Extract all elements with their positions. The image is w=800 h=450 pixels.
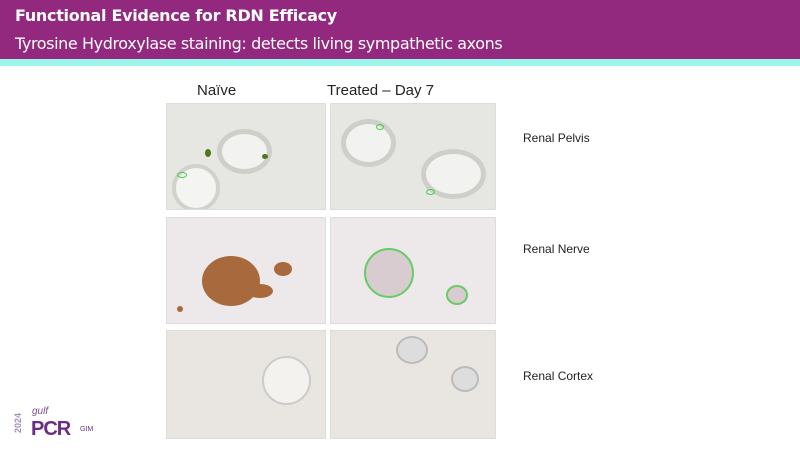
logo-suffix: GIM — [80, 426, 94, 433]
logo-pcr: PCR — [31, 418, 71, 440]
logo-year: 2024 — [13, 412, 24, 434]
logo-gulf: gulf — [32, 406, 49, 417]
accent-band — [0, 59, 800, 66]
micrograph-treated-renal-pelvis — [330, 103, 496, 210]
micrograph-treated-renal-nerve — [330, 217, 496, 324]
slide-title: Functional Evidence for RDN Efficacy — [15, 6, 337, 25]
gulfpcr-logo: 2024 gulf PCR GIM — [12, 406, 112, 444]
column-header-treated: Treated – Day 7 — [327, 82, 434, 99]
row-label-renal-nerve: Renal Nerve — [523, 242, 590, 256]
row-label-renal-pelvis: Renal Pelvis — [523, 131, 590, 145]
slide-header: Functional Evidence for RDN Efficacy Tyr… — [0, 0, 800, 59]
micrograph-naive-renal-pelvis — [166, 103, 326, 210]
column-header-naive: Naïve — [197, 82, 237, 99]
micrograph-treated-renal-cortex — [330, 330, 496, 439]
micrograph-naive-renal-cortex — [166, 330, 326, 439]
row-label-renal-cortex: Renal Cortex — [523, 369, 594, 383]
slide-subtitle: Tyrosine Hydroxylase staining: detects l… — [15, 34, 503, 53]
micrograph-naive-renal-nerve — [166, 217, 326, 324]
